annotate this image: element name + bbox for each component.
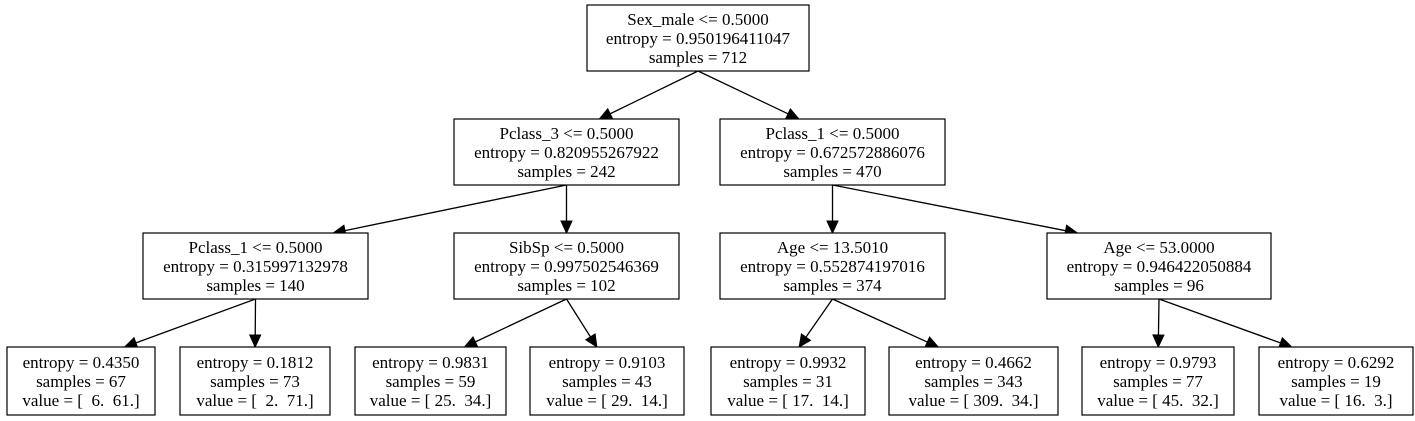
node-line: value = [ 16. 3.]	[1280, 391, 1393, 410]
arrowhead-l2	[248, 334, 262, 349]
node-line: samples = 31	[743, 372, 833, 391]
node-line: Age <= 53.0000	[1103, 238, 1214, 257]
node-line: entropy = 0.950196411047	[606, 29, 791, 48]
arrowhead-n2	[784, 107, 800, 120]
node-line: samples = 59	[386, 372, 476, 391]
node-line: Pclass_1 <= 0.5000	[766, 124, 900, 143]
arrowhead-l7	[1152, 334, 1165, 349]
node-line: entropy = 0.6292	[1278, 353, 1395, 372]
node-box	[1258, 346, 1414, 416]
node-line: Sex_male <= 0.5000	[627, 10, 768, 29]
node-line: entropy = 0.997502546369	[474, 257, 659, 276]
node-line: value = [ 2. 71.]	[196, 391, 313, 410]
node-line: samples = 77	[1113, 372, 1203, 391]
edge-root-n1	[609, 70, 699, 115]
node-line: samples = 712	[649, 48, 747, 67]
edge-n5-l5	[805, 298, 834, 338]
edge-n4-l4	[565, 298, 592, 338]
node-line: entropy = 0.820955267922	[474, 143, 659, 162]
node-line: entropy = 0.946422050884	[1067, 257, 1252, 276]
node-box	[710, 346, 866, 416]
node-line: samples = 470	[783, 162, 881, 181]
arrowhead-l4	[584, 333, 598, 349]
node-line: entropy = 0.4662	[915, 353, 1032, 372]
node-box	[719, 118, 946, 186]
node-line: samples = 67	[36, 372, 126, 391]
node-line: Pclass_3 <= 0.5000	[500, 124, 634, 143]
node-line: samples = 19	[1291, 372, 1381, 391]
tree-edges	[123, 70, 1293, 349]
node-box	[888, 346, 1059, 416]
node-box	[529, 346, 685, 416]
node-line: samples = 343	[924, 372, 1022, 391]
edge-n2-n6	[832, 184, 1066, 232]
node-line: value = [ 6. 61.]	[22, 391, 139, 410]
arrowhead-n4	[560, 220, 573, 235]
node-line: value = [ 45. 32.]	[1097, 391, 1218, 410]
node-box	[142, 232, 369, 300]
arrowhead-l6	[924, 336, 940, 348]
node-line: entropy = 0.1812	[197, 353, 314, 372]
edge-n1-n3	[344, 184, 567, 232]
node-line: entropy = 0.315997132978	[163, 257, 348, 276]
node-box	[179, 346, 331, 416]
edge-n3-l1	[135, 298, 256, 344]
node-line: entropy = 0.552874197016	[740, 257, 925, 276]
arrowhead-n5	[826, 220, 839, 235]
arrowhead-l3	[463, 335, 479, 348]
node-line: samples = 43	[562, 372, 652, 391]
node-line: entropy = 0.9103	[549, 353, 666, 372]
node-line: SibSp <= 0.5000	[509, 238, 624, 257]
node-line: entropy = 0.9831	[372, 353, 489, 372]
edge-n4-l3	[475, 298, 567, 343]
node-line: samples = 140	[206, 276, 304, 295]
node-line: value = [ 25. 34.]	[370, 391, 491, 410]
node-line: entropy = 0.9932	[730, 353, 847, 372]
node-box	[453, 118, 680, 186]
arrowhead-n1	[598, 107, 614, 120]
node-line: value = [ 29. 14.]	[546, 391, 667, 410]
node-box	[1046, 232, 1272, 300]
node-box	[453, 232, 680, 300]
node-line: samples = 96	[1114, 276, 1204, 295]
node-line: entropy = 0.9793	[1100, 353, 1217, 372]
node-box	[1081, 346, 1235, 416]
node-box	[719, 232, 946, 300]
node-line: samples = 102	[517, 276, 615, 295]
node-line: value = [ 17. 14.]	[727, 391, 848, 410]
node-line: value = [ 309. 34.]	[909, 391, 1039, 410]
node-box	[354, 346, 507, 416]
node-line: samples = 242	[517, 162, 615, 181]
node-line: samples = 374	[783, 276, 882, 295]
edge-root-n2	[697, 70, 789, 115]
node-box	[586, 4, 810, 72]
node-line: entropy = 0.4350	[23, 353, 140, 372]
edge-n6-l8	[1158, 298, 1281, 344]
node-line: entropy = 0.672572886076	[740, 143, 925, 162]
node-line: Age <= 13.5010	[777, 238, 888, 257]
node-line: samples = 73	[210, 372, 300, 391]
edge-n6-l7	[1157, 298, 1160, 336]
edge-n5-l6	[832, 298, 928, 343]
node-box	[6, 346, 156, 416]
node-line: Pclass_1 <= 0.5000	[189, 238, 323, 257]
arrowhead-l5	[798, 333, 812, 348]
